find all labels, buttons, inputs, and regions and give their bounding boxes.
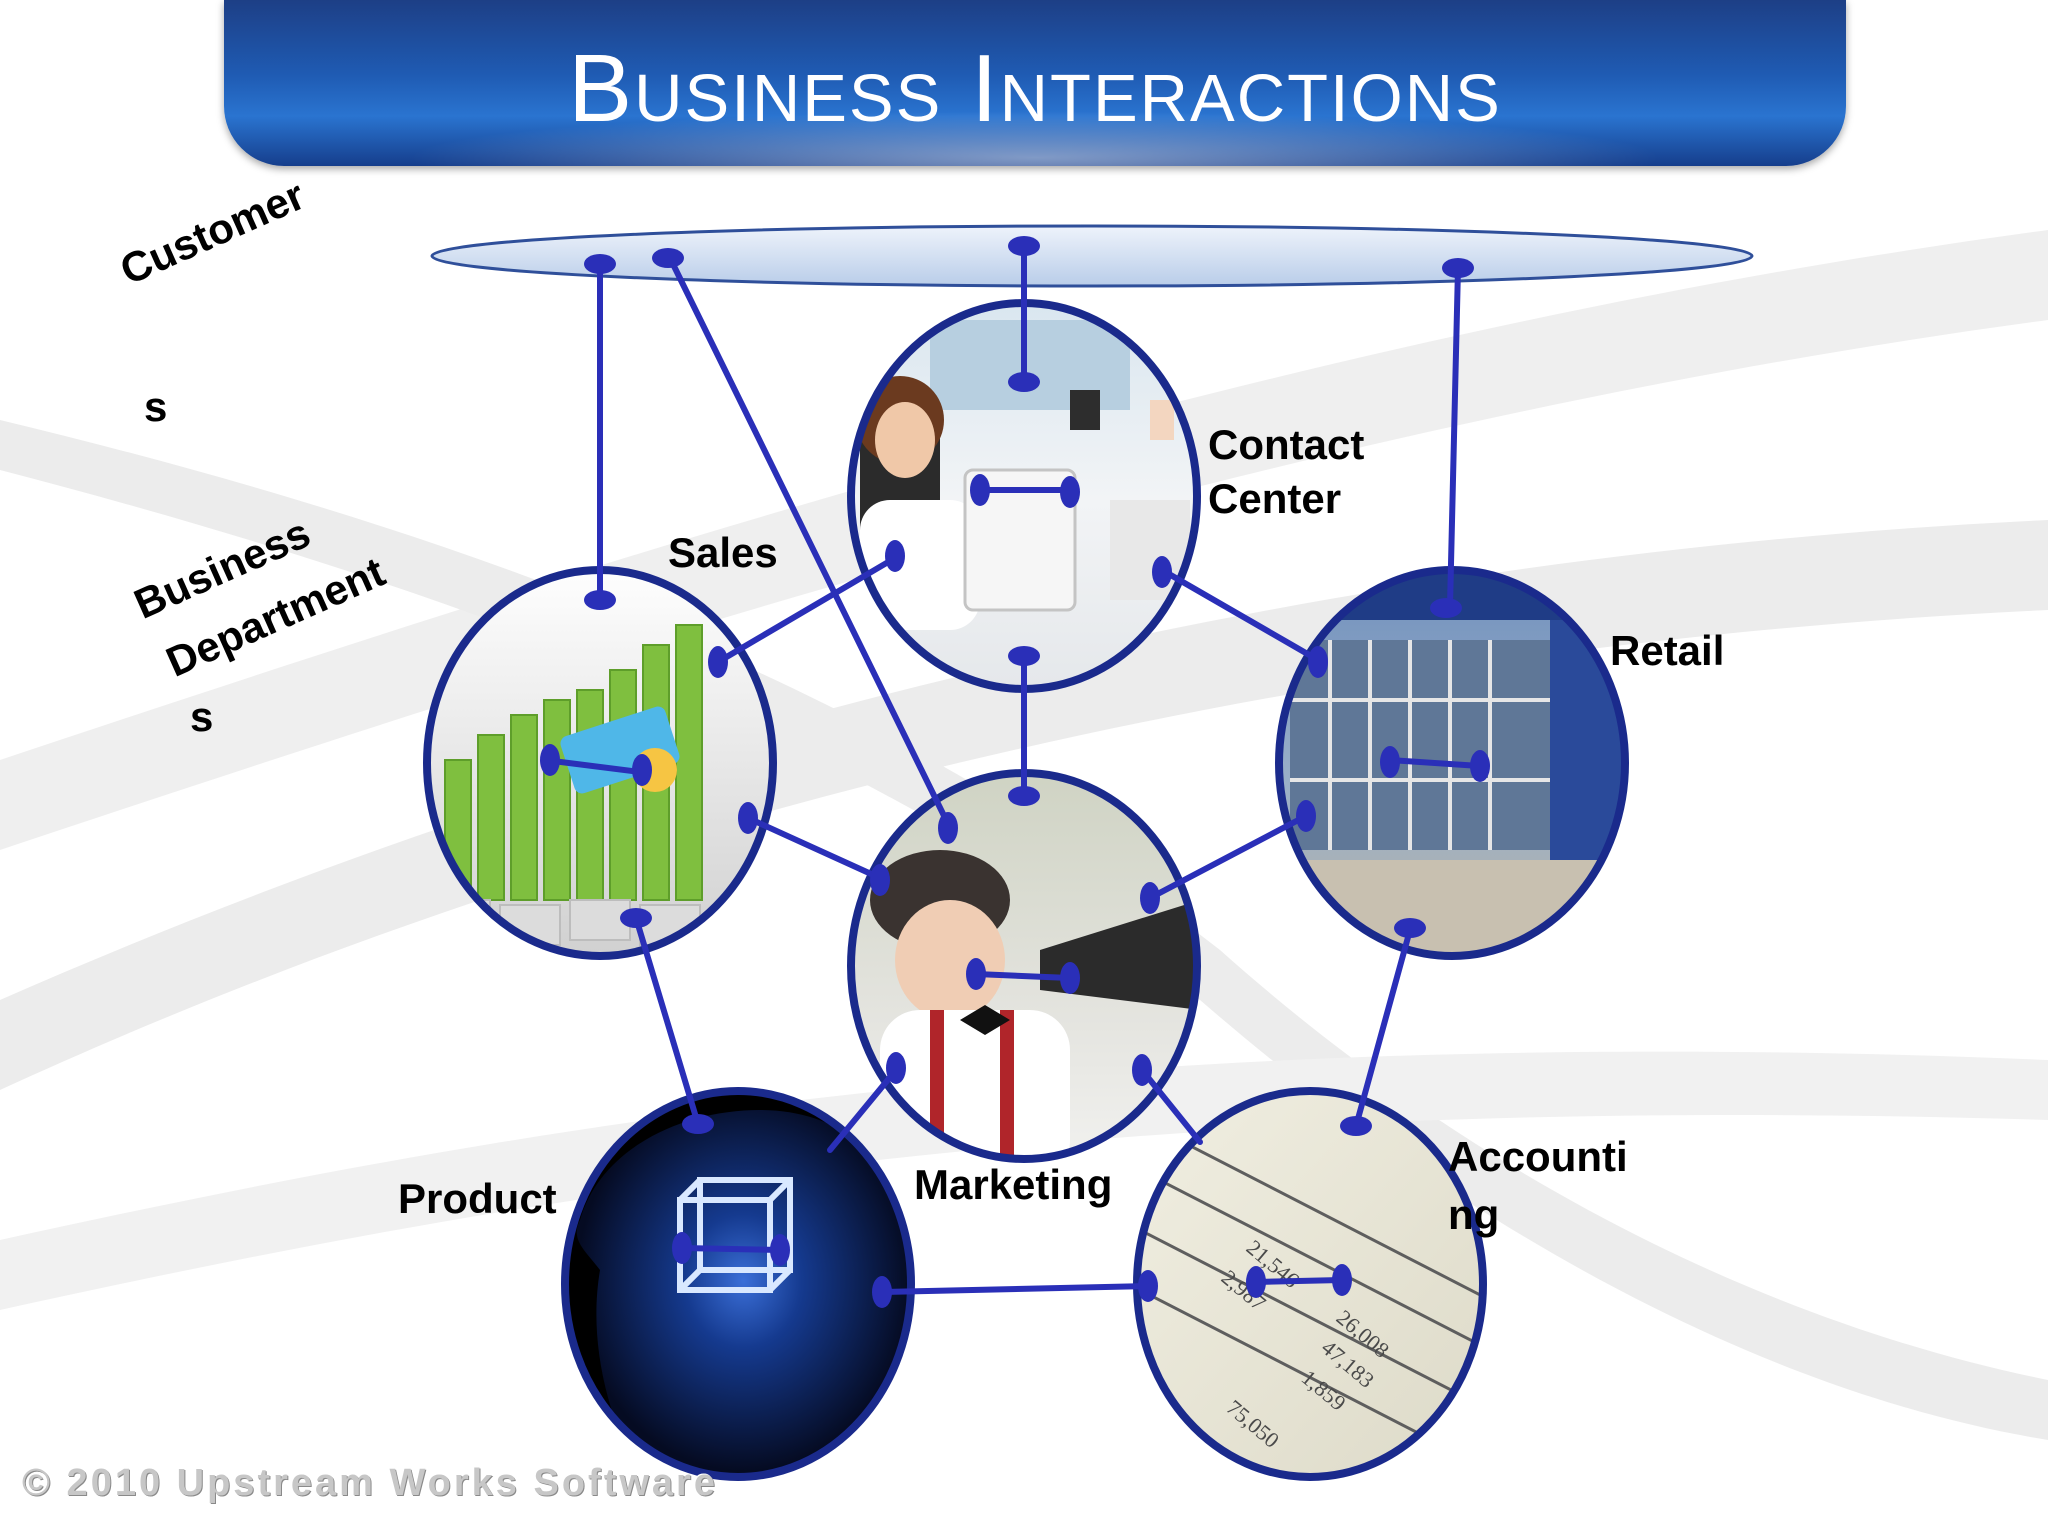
product-photo [565, 1091, 911, 1477]
retail-label: Retail [1610, 627, 1725, 674]
accounting-label-line2: ng [1448, 1191, 1500, 1238]
customers-ellipse [430, 224, 1754, 288]
customers-label-tail: s [144, 383, 168, 430]
contact-center-label-line1: Contact [1208, 421, 1365, 468]
page-title: Business Interactions [568, 35, 1502, 142]
contact-center-label-line2: Center [1208, 475, 1342, 522]
accounting-label-line1: Accounti [1448, 1133, 1628, 1180]
contact-center-photo [851, 303, 1197, 689]
connector-endpoints [540, 236, 1490, 1308]
product-label: Product [398, 1175, 557, 1222]
title-banner: Business Interactions [224, 0, 1846, 166]
marketing-photo [851, 773, 1197, 1159]
copyright-notice: © 2010 Upstream Works Software [22, 1462, 718, 1504]
business-departments-label-line3: s [190, 693, 214, 740]
marketing-label: Marketing [914, 1161, 1113, 1208]
connectors [542, 243, 1483, 1295]
sales-label: Sales [668, 529, 778, 576]
